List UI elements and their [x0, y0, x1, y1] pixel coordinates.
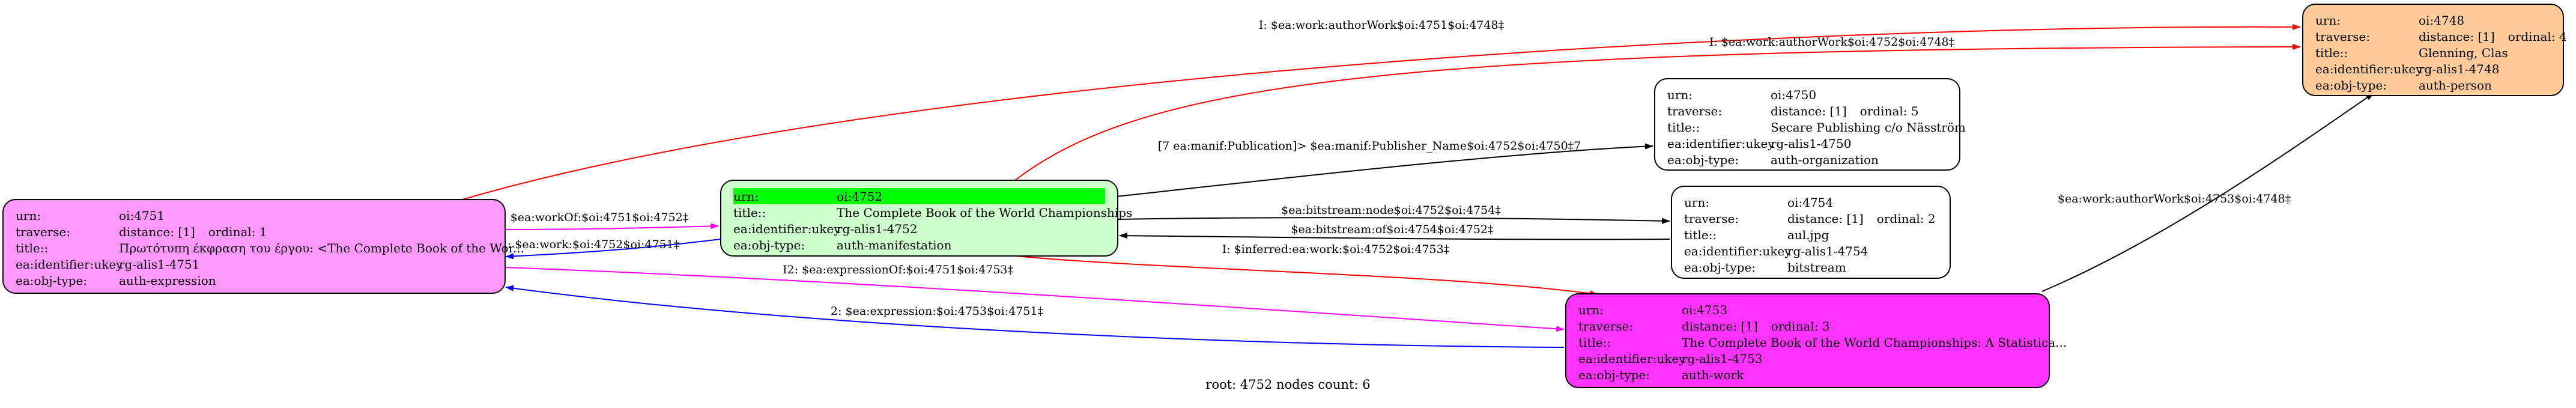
node-key: title:: — [2315, 45, 2348, 60]
node-value: auth-organization — [1771, 152, 1879, 167]
edge-e6 — [505, 239, 721, 260]
node-value: oi:4750 — [1771, 87, 1817, 102]
node-key: ea:obj-type: — [1684, 260, 1756, 275]
node-ordinal: ordinal: 2 — [1876, 211, 1936, 226]
edge-e4 — [2041, 93, 2374, 292]
node-key: ea:identifier:ukey — [1667, 136, 1775, 151]
edge-e3 — [1117, 143, 1653, 197]
node-ordinal: ordinal: 4 — [2508, 29, 2567, 44]
node-value: bitstream — [1787, 260, 1846, 275]
node-value: auth-expression — [119, 273, 216, 288]
node-value: Glenning, Clas — [2419, 45, 2508, 60]
edge-e7 — [1117, 217, 1670, 224]
edge-e11 — [505, 285, 1565, 348]
edge-e1 — [462, 23, 2301, 200]
graph-footer: root: 4752 nodes count: 6 — [1205, 377, 1371, 392]
node-value: rg-alis1-4752 — [837, 221, 918, 236]
node-value: distance: [1] — [1682, 318, 1758, 333]
node-value: Secare Publishing c/o Näsström — [1771, 120, 1966, 135]
edge-e8-label: $ea:bitstream:of$oi:4754$oi:4752‡ — [1291, 223, 1493, 236]
node-ordinal: ordinal: 5 — [1859, 103, 1919, 118]
node-oi-4750[interactable]: urn: oi:4750 traverse: distance: [1] ordina… — [1654, 78, 1966, 171]
node-key: traverse: — [1684, 211, 1739, 226]
node-key: ea:identifier:ukey — [1578, 351, 1686, 366]
edge-e8 — [1119, 233, 1670, 240]
node-value: rg-alis1-4750 — [1771, 136, 1852, 151]
node-key: ea:obj-type: — [2315, 78, 2387, 93]
node-oi-4754[interactable]: urn: oi:4754 traverse: distance: [1] ordina… — [1671, 186, 1951, 279]
node-ordinal: ordinal: 3 — [1771, 318, 1830, 333]
node-key: urn: — [1578, 302, 1604, 317]
node-value: oi:4748 — [2419, 13, 2465, 28]
edge-e3-label: [7 ea:manif:Publication]> $ea:manif:Publ… — [1158, 139, 1581, 153]
node-value: distance: [1] — [2419, 29, 2495, 44]
node-key: urn: — [1667, 87, 1693, 102]
node-value: The Complete Book of the World Champions… — [1682, 335, 2067, 350]
edge-e2-label: I: $ea:work:authorWork$oi:4752$oi:4748‡ — [1709, 35, 1954, 49]
node-key: title:: — [733, 205, 766, 220]
node-value: rg-alis1-4754 — [1787, 243, 1868, 258]
node-key: title:: — [1578, 335, 1611, 350]
node-value: rg-alis1-4753 — [1682, 351, 1763, 366]
node-key: urn: — [16, 208, 41, 223]
node-key: urn: — [733, 189, 759, 204]
node-value: The Complete Book of the World Champions… — [837, 205, 1133, 220]
node-value: rg-alis1-4748 — [2419, 61, 2500, 76]
node-value: distance: [1] — [119, 224, 195, 239]
node-value: aul.jpg — [1787, 227, 1829, 242]
edge-e6-label: 2: $ea:work:$oi:4752$oi:4751‡ — [500, 238, 680, 251]
node-value: oi:4751 — [119, 208, 165, 223]
node-value: auth-manifestation — [837, 237, 952, 252]
node-key: urn: — [2315, 13, 2341, 28]
node-oi-4752[interactable]: urn: oi:4752 title::The Complete Book of … — [720, 180, 1132, 257]
node-key: traverse: — [1578, 318, 1634, 333]
edge-e5-label: I2: $ea:workOf:$oi:4751$oi:4752‡ — [491, 211, 689, 224]
node-key: ea:identifier:ukey — [2315, 61, 2423, 76]
node-key: urn: — [1684, 195, 1710, 210]
node-key: title:: — [1684, 227, 1717, 242]
node-value: auth-work — [1682, 367, 1744, 382]
node-key: ea:obj-type: — [16, 273, 88, 288]
node-key: title:: — [16, 240, 49, 255]
node-key: traverse: — [2315, 29, 2371, 44]
node-oi-4753[interactable]: urn: oi:4753 traverse: distance: [1] ordina… — [1565, 293, 2067, 388]
node-value: distance: [1] — [1787, 211, 1864, 226]
node-key: title:: — [1667, 120, 1700, 135]
node-key: traverse: — [1667, 103, 1723, 118]
node-oi-4751[interactable]: urn: oi:4751 traverse: distance: [1] ordina… — [2, 199, 524, 294]
node-key: ea:obj-type: — [1667, 152, 1739, 167]
edge-e10 — [505, 267, 1565, 332]
node-key: ea:identifier:ukey — [16, 257, 123, 272]
node-key: traverse: — [16, 224, 71, 239]
edge-e11-label: 2: $ea:expression:$oi:4753$oi:4751‡ — [831, 305, 1043, 318]
edge-e5 — [503, 223, 719, 230]
node-key: ea:obj-type: — [1578, 367, 1650, 382]
node-oi-4748[interactable]: urn: oi:4748 traverse: distance: [1] ordina… — [2302, 4, 2567, 96]
node-key: ea:obj-type: — [733, 237, 805, 252]
node-value: rg-alis1-4751 — [119, 257, 200, 272]
edge-e1-label: I: $ea:work:authorWork$oi:4751$oi:4748‡ — [1259, 19, 1504, 32]
edge-e4-label: $ea:work:authorWork$oi:4753$oi:4748‡ — [2058, 192, 2291, 206]
node-ordinal: ordinal: 1 — [208, 224, 267, 239]
edge-e2 — [1014, 44, 2301, 181]
edge-e7-label: $ea:bitstream:node$oi:4752$oi:4754‡ — [1281, 204, 1501, 217]
edge-e9-label: I: $inferred:ea:work:$oi:4752$oi:4753‡ — [1222, 243, 1450, 256]
node-value: oi:4752 — [837, 189, 883, 204]
edge-e9 — [1014, 255, 1598, 297]
node-value: oi:4754 — [1787, 195, 1834, 210]
node-key: ea:identifier:ukey — [1684, 243, 1792, 258]
node-value: Πρωτότυπη έκφραση του έργου: <The Comple… — [119, 240, 525, 255]
node-key: ea:identifier:ukey — [733, 221, 841, 236]
edge-e10-label: I2: $ea:expressionOf:$oi:4751$oi:4753‡ — [783, 263, 1013, 276]
node-value: oi:4753 — [1682, 302, 1728, 317]
node-value: auth-person — [2419, 78, 2492, 93]
node-value: distance: [1] — [1771, 103, 1847, 118]
root-highlight-row: urn: oi:4752 — [733, 188, 1105, 204]
